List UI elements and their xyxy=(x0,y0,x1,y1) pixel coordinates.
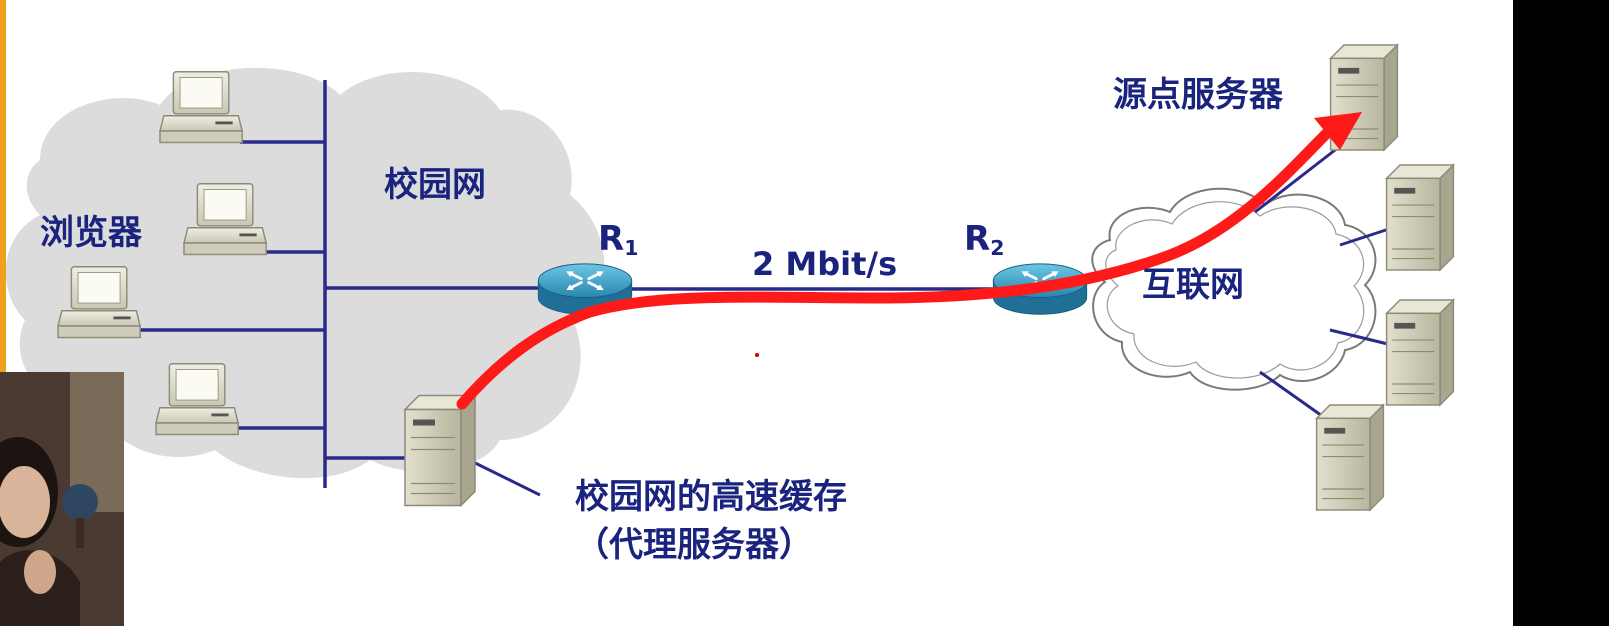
router-r1-subscript: 1 xyxy=(624,236,639,261)
presenter-silhouette xyxy=(0,372,124,626)
laser-pointer-dot xyxy=(755,353,759,357)
cache-label-line2: （代理服务器） xyxy=(575,525,813,565)
presenter-webcam-overlay xyxy=(0,372,124,626)
right-black-bar xyxy=(1513,0,1609,626)
internet-server-3 xyxy=(1315,404,1385,511)
request-path-arrow xyxy=(456,112,1362,410)
link-speed-label: 2 Mbit/s xyxy=(752,245,898,283)
internet-label: 互联网 xyxy=(1142,265,1244,305)
internet-server-links xyxy=(1254,138,1393,420)
slide-left-accent xyxy=(0,0,6,626)
campus-cache-server xyxy=(404,394,476,507)
cache-label-line1: 校园网的高速缓存 xyxy=(575,477,847,517)
router-r2-subscript: 2 xyxy=(990,236,1005,261)
origin-server-label: 源点服务器 xyxy=(1113,75,1283,115)
router-r1-label: R1 xyxy=(598,222,638,259)
router-r2-letter: R xyxy=(964,219,991,259)
internet-server-2 xyxy=(1385,299,1455,406)
internet-cloud xyxy=(1091,187,1377,391)
router-r2-label: R2 xyxy=(964,222,1004,259)
router-r1-letter: R xyxy=(598,219,625,259)
browser-label: 浏览器 xyxy=(40,213,142,253)
campus-lan-wiring xyxy=(140,80,545,488)
campus-network-label: 校园网 xyxy=(384,165,486,205)
campus-network-cloud xyxy=(5,67,605,479)
internet-server-1 xyxy=(1385,164,1455,271)
